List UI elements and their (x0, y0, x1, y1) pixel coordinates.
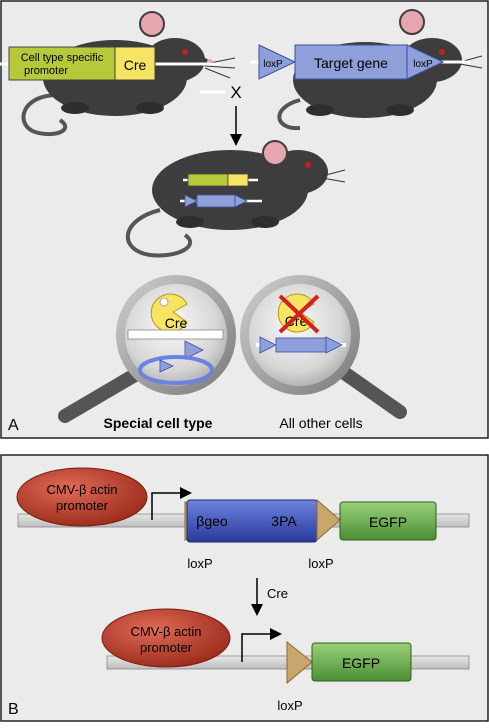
loxp-label-left: loxP (263, 59, 283, 70)
target-gene-box (294, 44, 408, 80)
recombined-dna (127, 329, 224, 340)
remaining-loxp (184, 340, 204, 360)
excised-circle (138, 355, 214, 385)
loxp-tan-bottom (286, 640, 313, 685)
loxp-label-b-left: loxP (187, 556, 212, 571)
panel-b-letter: B (8, 701, 19, 718)
offspring-cre (227, 173, 249, 187)
transcription-arrow-bottom (241, 628, 282, 662)
promoter-label-line1: Cell type specific (21, 52, 104, 64)
promoter-top-line2: promoter (56, 498, 109, 513)
intact-loxp-left (259, 336, 277, 354)
promoter-label-line2: promoter (24, 65, 68, 77)
magnifier-handle (336, 365, 407, 419)
offspring-target (196, 194, 236, 208)
transcription-arrow-top (151, 487, 192, 520)
magnifier-special: Cre (58, 275, 236, 423)
bgeo-label: βgeo (196, 513, 228, 529)
mouse-ear (139, 11, 165, 37)
mouse-ear (399, 9, 425, 35)
promoter-oval-bottom (101, 608, 231, 668)
cre-arrow-label: Cre (267, 586, 288, 601)
intact-loxp-right (325, 336, 343, 354)
loxp-label-right: loxP (413, 59, 433, 70)
egfp-label-top: EGFP (369, 514, 407, 530)
caption-other-cells: All other cells (279, 415, 362, 431)
mouse-eye (182, 49, 188, 55)
promoter-bottom-line2: promoter (140, 640, 193, 655)
loxp-tan-right (316, 498, 341, 542)
mouse-head (145, 38, 205, 82)
tpa-label: 3PA (271, 513, 297, 529)
mouse-tail (125, 208, 193, 258)
offspring-promoter (187, 173, 229, 187)
loxp-label-b-right: loxP (308, 556, 333, 571)
lens-left-cre-label: Cre (165, 315, 188, 331)
promoter-box-cre (8, 46, 116, 81)
promoter-bottom-line1: CMV-β actin (130, 624, 201, 639)
mouse-tail (21, 93, 68, 137)
caption-special-cell: Special cell type (104, 415, 213, 431)
panel-a-letter: A (8, 417, 19, 434)
promoter-top-line1: CMV-β actin (46, 482, 117, 497)
mouse-ear (262, 140, 288, 166)
intact-target (275, 337, 327, 353)
loxp-triangle-right (406, 44, 445, 80)
cross-symbol: X (230, 83, 241, 102)
mouse-eye (305, 162, 311, 168)
loxp-triangle-left (258, 44, 297, 80)
promoter-oval-top (16, 467, 148, 527)
cross-out-mark (278, 294, 320, 334)
magnifier-other: Cre (240, 275, 407, 419)
mouse-offspring (125, 140, 346, 258)
egfp-label-bottom: EGFP (342, 655, 380, 671)
loxp-label-b-bottom: loxP (277, 698, 302, 713)
magnifier-lens (249, 284, 351, 386)
magnifier-handle (58, 365, 147, 423)
mouse-tail (277, 98, 301, 131)
egfp-box-top (339, 501, 437, 541)
cre-box (114, 46, 156, 81)
cre-label-mouse1: Cre (124, 57, 147, 73)
target-gene-label: Target gene (314, 55, 388, 71)
egfp-box-bottom (311, 642, 412, 682)
mouse-eye (439, 49, 445, 55)
